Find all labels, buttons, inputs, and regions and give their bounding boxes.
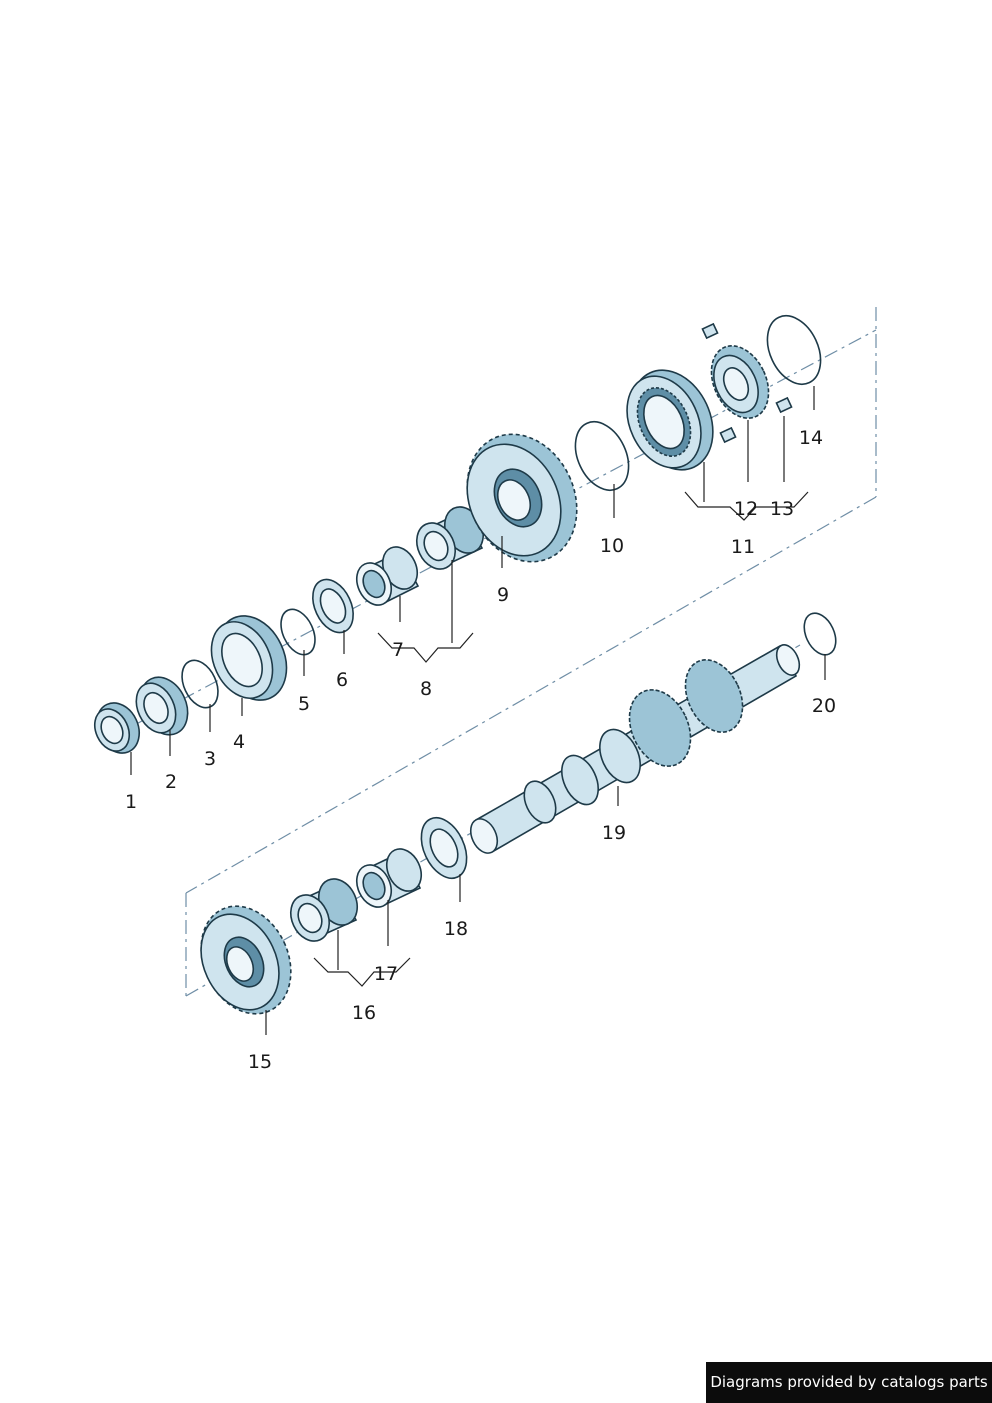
callout-4[interactable]: 4 bbox=[233, 731, 245, 753]
part-10-synchro-ring[interactable] bbox=[565, 413, 639, 499]
callout-3[interactable]: 3 bbox=[204, 748, 216, 770]
callout-11[interactable]: 11 bbox=[731, 536, 755, 558]
part-4-bearing-ring[interactable] bbox=[200, 605, 300, 712]
part-5-snap-ring[interactable] bbox=[274, 604, 321, 660]
credit-banner: Diagrams provided by catalogs parts bbox=[706, 1362, 992, 1403]
callout-8[interactable]: 8 bbox=[420, 678, 432, 700]
callout-6[interactable]: 6 bbox=[336, 669, 348, 691]
callout-16[interactable]: 16 bbox=[352, 1002, 376, 1024]
callout-17[interactable]: 17 bbox=[374, 963, 398, 985]
callout-labels: 1 2 3 4 5 6 7 8 9 10 11 12 13 14 15 16 1… bbox=[125, 427, 836, 1073]
part-1-needle-bearing[interactable] bbox=[88, 696, 147, 760]
callout-18[interactable]: 18 bbox=[444, 918, 468, 940]
callout-2[interactable]: 2 bbox=[165, 771, 177, 793]
callout-14[interactable]: 14 bbox=[799, 427, 823, 449]
part-7-bushing[interactable] bbox=[350, 541, 424, 610]
callout-12[interactable]: 12 bbox=[734, 498, 758, 520]
callout-7[interactable]: 7 bbox=[392, 639, 404, 661]
callout-10[interactable]: 10 bbox=[600, 535, 624, 557]
callout-15[interactable]: 15 bbox=[248, 1051, 272, 1073]
callout-19[interactable]: 19 bbox=[602, 822, 626, 844]
part-12-sliding-sleeve[interactable] bbox=[613, 357, 729, 483]
part-8-needle-bearing[interactable] bbox=[410, 501, 491, 576]
callout-13[interactable]: 13 bbox=[770, 498, 794, 520]
part-6-thrust-washer[interactable] bbox=[305, 573, 361, 639]
callout-5[interactable]: 5 bbox=[298, 693, 310, 715]
callout-1[interactable]: 1 bbox=[125, 791, 137, 813]
part-18-thrust-washer[interactable] bbox=[412, 811, 475, 886]
part-9-gear[interactable] bbox=[447, 416, 597, 580]
part-17-bushing[interactable] bbox=[350, 843, 428, 912]
part-19-output-shaft[interactable] bbox=[466, 641, 804, 857]
part-16-needle-bearing[interactable] bbox=[284, 873, 365, 948]
part-15-gear[interactable] bbox=[184, 891, 307, 1028]
part-20-circlip[interactable] bbox=[798, 608, 842, 660]
part-14-synchro-ring[interactable] bbox=[757, 307, 831, 393]
part-13-synchro-hub[interactable] bbox=[700, 322, 793, 444]
callout-20[interactable]: 20 bbox=[812, 695, 836, 717]
leader-lines bbox=[130, 386, 826, 1035]
part-2-needle-cage[interactable] bbox=[129, 670, 197, 743]
callout-9[interactable]: 9 bbox=[497, 584, 509, 606]
